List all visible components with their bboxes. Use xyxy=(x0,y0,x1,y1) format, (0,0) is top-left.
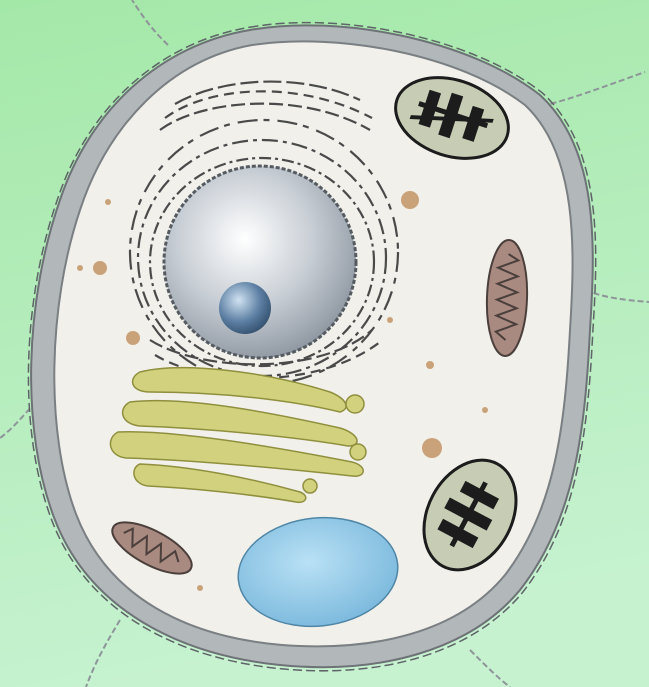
golgi-vesicle-3 xyxy=(303,479,317,493)
ribosome xyxy=(422,438,442,458)
ribosome xyxy=(387,317,393,323)
ribosome xyxy=(426,361,434,369)
golgi-vesicle-2 xyxy=(350,444,366,460)
ribosome xyxy=(77,265,83,271)
ribosome xyxy=(482,407,488,413)
ribosome xyxy=(105,199,111,205)
ribosome xyxy=(93,261,107,275)
ribosome xyxy=(401,191,419,209)
ribosome xyxy=(197,585,203,591)
nucleolus xyxy=(219,282,271,334)
golgi-vesicle-1 xyxy=(346,395,364,413)
ribosome xyxy=(126,331,140,345)
